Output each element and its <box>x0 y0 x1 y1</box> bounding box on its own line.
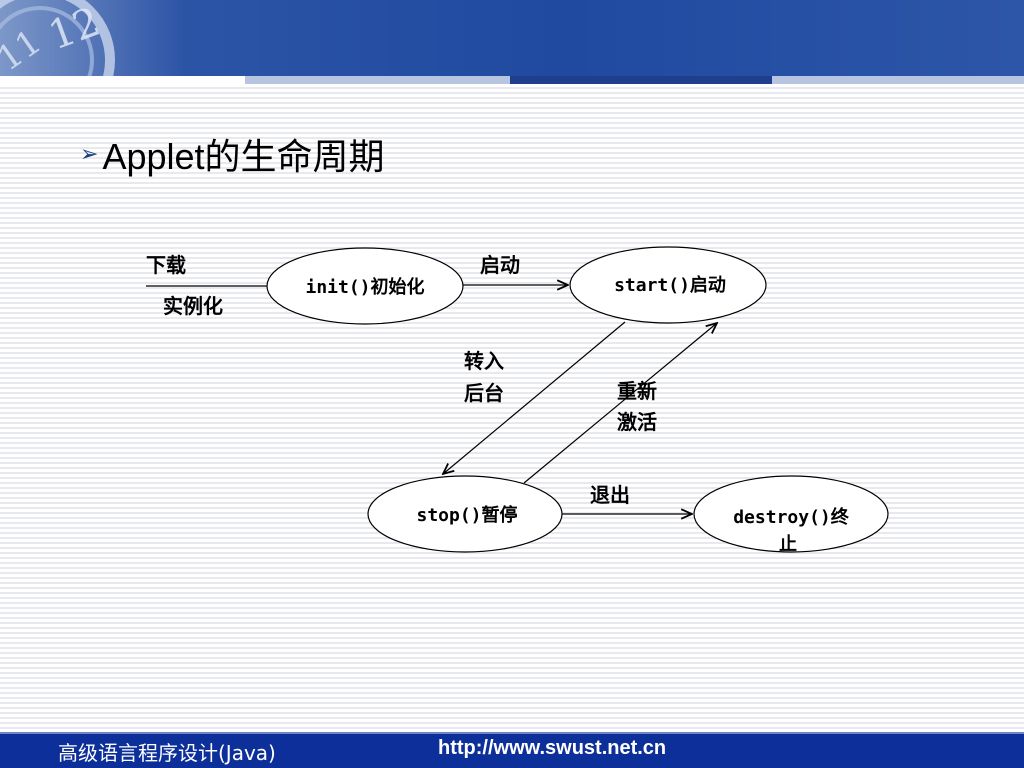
footer-url: http://www.swust.net.cn <box>438 737 667 759</box>
slide-background <box>0 86 1024 732</box>
destroy-node <box>693 475 889 553</box>
reactivate-label-2: 激活 <box>617 410 657 434</box>
header-stripe-bar <box>0 76 1024 84</box>
launch-label: 启动 <box>480 253 520 277</box>
to-background-label-2: 后台 <box>464 381 504 405</box>
reactivate-label-1: 重新 <box>617 379 657 403</box>
bullet-arrow-icon: ➢ <box>80 141 99 167</box>
to-background-label-1: 转入 <box>464 349 504 373</box>
title-text: Applet的生命周期 <box>102 136 385 177</box>
slide-title: ➢ Applet的生命周期 <box>80 126 385 182</box>
start-node <box>569 246 767 324</box>
reactivate-arrow <box>523 323 717 484</box>
exit-label: 退出 <box>590 483 630 507</box>
to-background-arrow <box>443 321 626 474</box>
clock-decoration-icon: 12 11 <box>0 0 115 76</box>
lifecycle-diagram <box>146 246 889 553</box>
download-label: 下载 <box>146 253 186 277</box>
footer-bar: 高级语言程序设计(Java) http://www.swust.net.cn <box>0 732 1024 768</box>
stop-label: stop()暂停 <box>416 505 518 526</box>
init-label: init()初始化 <box>305 277 425 298</box>
start-label: start()启动 <box>614 275 726 296</box>
header-banner: 12 11 <box>0 0 1024 76</box>
footer-course-title: 高级语言程序设计(Java) <box>58 741 276 765</box>
instantiate-label: 实例化 <box>163 294 223 318</box>
destroy-label-line2: 止 <box>779 534 797 555</box>
destroy-label-line1: destroy()终 <box>733 507 849 528</box>
